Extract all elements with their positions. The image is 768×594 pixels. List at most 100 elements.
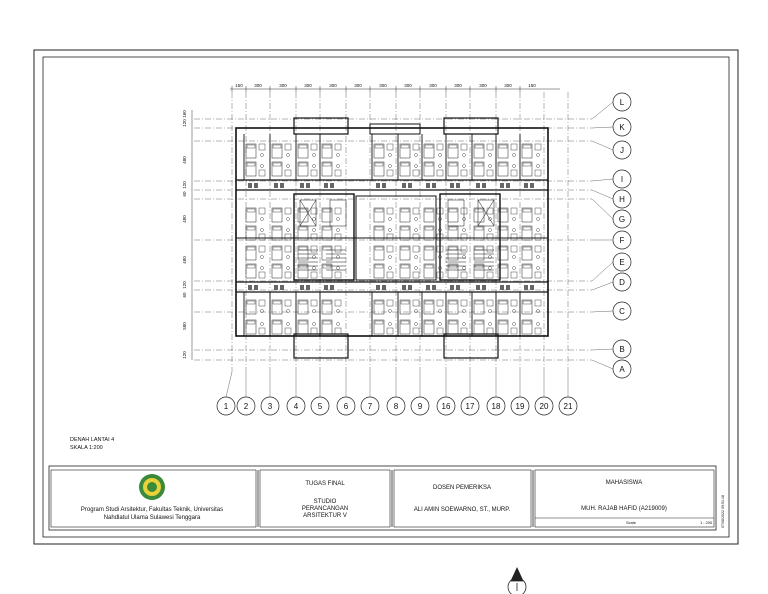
- grid-bubble-col-7: 7: [360, 396, 380, 416]
- grid-bubble-col-6: 6: [336, 396, 356, 416]
- course-line3: ARSITEKTUR V: [303, 513, 347, 519]
- grid-col-label: 1: [224, 402, 229, 411]
- grid-bubble-row-B: B: [612, 339, 632, 359]
- grid-bubble-col-9: 9: [410, 396, 430, 416]
- student-header: MAHASISWA: [606, 480, 642, 486]
- side-stamp: 07/08/2022 09:51:18: [721, 495, 725, 528]
- unit-furniture: [243, 134, 542, 336]
- grid-bubble-col-21: 21: [558, 396, 578, 416]
- grid-col-label: 2: [244, 402, 249, 411]
- grid-bubble-col-2: 2: [236, 396, 256, 416]
- institution-line2: Nahdlatul Ulama Sulawesi Tenggara: [104, 515, 201, 521]
- grid-row-label: D: [619, 278, 625, 287]
- grid-lines-vertical: [225, 92, 569, 398]
- grid-col-label: 21: [564, 402, 573, 411]
- dimension-label: 300: [304, 83, 312, 88]
- grid-bubble-col-5: 5: [310, 396, 330, 416]
- dimension-label: 300: [329, 83, 337, 88]
- dimension-label: 150: [235, 83, 243, 88]
- grid-col-label: 7: [368, 402, 373, 411]
- dimension-label: 300: [354, 83, 362, 88]
- course-line1: STUDIO: [314, 499, 337, 505]
- dimension-label: 120: [182, 119, 187, 127]
- grid-bubble-col-8: 8: [386, 396, 406, 416]
- grid-col-label: 5: [318, 402, 323, 411]
- scale-value: 1 : 200: [700, 520, 713, 525]
- grid-row-label: B: [619, 345, 624, 354]
- grid-row-label: C: [619, 307, 625, 316]
- dimension-label: 160: [182, 110, 187, 118]
- title-block: [48, 465, 717, 531]
- grid-bubble-col-4: 4: [286, 396, 306, 416]
- dimension-label: 120: [182, 281, 187, 289]
- dimension-label: 300: [454, 83, 462, 88]
- grid-row-label: I: [621, 175, 623, 184]
- dimension-label: 480: [182, 156, 187, 164]
- grid-bubble-row-A: A: [612, 359, 632, 379]
- supervisor-header: DOSEN PEMERIKSA: [433, 485, 491, 491]
- dimension-label: 480: [182, 215, 187, 223]
- grid-bubble-row-C: C: [612, 301, 632, 321]
- grid-bubble-col-20: 20: [534, 396, 554, 416]
- grid-column-bubbles: 1 2 3 4 5 6 7 8 9 16 17 18 19 20 21: [216, 396, 578, 416]
- grid-bubble-row-E: E: [612, 252, 632, 272]
- scale-label: Scale: [626, 520, 637, 525]
- dimension-label: 60: [182, 191, 187, 197]
- plan-scale: SKALA 1:200: [70, 445, 103, 451]
- grid-row-label: H: [619, 195, 625, 204]
- grid-lines-horizontal: [194, 101, 614, 370]
- grid-row-label: A: [619, 365, 625, 374]
- grid-bubble-row-J: J: [612, 140, 632, 160]
- grid-bubble-col-1: 1: [216, 396, 236, 416]
- grid-bubble-row-L: L: [612, 92, 632, 112]
- grid-bubble-col-16: 16: [436, 396, 456, 416]
- grid-row-label: G: [619, 215, 625, 224]
- dimension-label: 300: [279, 83, 287, 88]
- grid-col-label: 18: [492, 402, 501, 411]
- dimension-label: 300: [429, 83, 437, 88]
- dimension-label: 120: [182, 351, 187, 359]
- grid-col-label: 4: [294, 402, 299, 411]
- dimension-label: 120: [182, 181, 187, 189]
- north-arrow-icon: [507, 567, 527, 594]
- supervisor-name: ALI AMIN SOEWARNO, ST., MURP.: [414, 507, 511, 513]
- student-name: MUH. RAJAB HAFID (A219009): [581, 506, 667, 512]
- grid-row-bubbles: L K J I H G F E D C B A: [612, 92, 632, 379]
- grid-bubble-row-K: K: [612, 117, 632, 137]
- grid-col-label: 19: [516, 402, 525, 411]
- dimension-label: 300: [504, 83, 512, 88]
- grid-col-label: 8: [394, 402, 399, 411]
- inner-border: [42, 56, 730, 538]
- grid-col-label: 6: [344, 402, 349, 411]
- grid-row-label: J: [620, 146, 624, 155]
- grid-row-label: L: [620, 98, 625, 107]
- dimension-label: 480: [182, 256, 187, 264]
- assignment-title: TUGAS FINAL: [305, 481, 345, 487]
- grid-bubble-col-19: 19: [510, 396, 530, 416]
- grid-bubble-col-17: 17: [460, 396, 480, 416]
- grid-col-label: 3: [268, 402, 273, 411]
- dimension-label: 150: [528, 83, 536, 88]
- institution-line1: Program Studi Arsitektur, Fakultas Tekni…: [81, 507, 223, 513]
- grid-bubble-row-D: D: [612, 272, 632, 292]
- grid-bubble-row-G: G: [612, 209, 632, 229]
- dimension-label: 580: [182, 322, 187, 330]
- grid-bubble-col-18: 18: [486, 396, 506, 416]
- grid-row-label: F: [620, 236, 625, 245]
- grid-bubble-row-H: H: [612, 189, 632, 209]
- university-logo-icon: [139, 474, 165, 500]
- grid-row-label: E: [619, 258, 624, 267]
- outer-border: [33, 49, 739, 545]
- dimension-label: 300: [254, 83, 262, 88]
- plan-title: DENAH LANTAI 4: [70, 437, 114, 443]
- grid-col-label: 9: [418, 402, 423, 411]
- grid-col-label: 17: [466, 402, 475, 411]
- course-line2: PERANCANGAN: [302, 506, 348, 512]
- grid-row-label: K: [619, 123, 625, 132]
- grid-bubble-col-3: 3: [260, 396, 280, 416]
- building-walls: [235, 117, 549, 359]
